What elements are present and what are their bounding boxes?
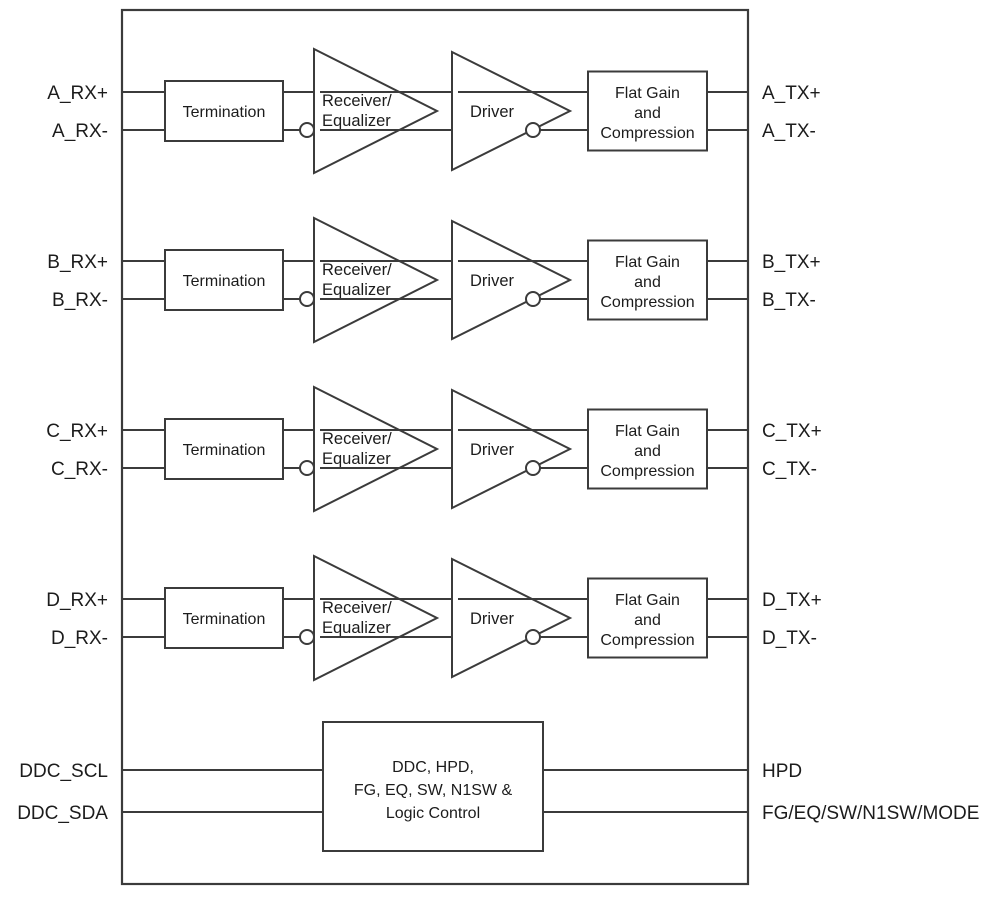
termination-block-c: [164, 418, 284, 480]
driver-label: Driver: [470, 441, 515, 459]
port-label-b-rx-minus: B_RX-: [52, 290, 108, 311]
port-label-a-tx-plus: A_TX+: [762, 83, 821, 104]
driver-label: Driver: [470, 103, 515, 121]
termination-label: Termination: [183, 104, 266, 121]
driver-amp-b: [451, 219, 573, 341]
flat-gain-label-line1: Flat Gain: [615, 423, 680, 440]
flat-gain-label-line3: Compression: [600, 125, 694, 142]
receiver-inversion-bubble: [299, 460, 315, 476]
port-label-d-rx-minus: D_RX-: [51, 628, 108, 649]
receiver-equalizer-label-line1: Receiver/: [322, 92, 392, 110]
logic-control-label-line3: Logic Control: [386, 805, 480, 822]
driver-inversion-bubble: [525, 291, 541, 307]
flat-gain-label-line1: Flat Gain: [615, 254, 680, 271]
port-label-d-tx-plus: D_TX+: [762, 590, 822, 611]
port-label-a-tx-minus: A_TX-: [762, 121, 816, 142]
channel-b: B_RX+ B_RX- Termination Receiver/Equalizer D…: [47, 216, 821, 344]
termination-block-d: [164, 587, 284, 649]
receiver-equalizer-label-line2: Equalizer: [322, 619, 391, 637]
receiver-equalizer-label-line2: Equalizer: [322, 450, 391, 468]
flat-gain-compression-block-c: [587, 408, 708, 490]
logic-control-label-line2: FG, EQ, SW, N1SW &: [354, 782, 513, 799]
termination-block-a: [164, 80, 284, 142]
port-label-c-rx-plus: C_RX+: [46, 421, 108, 442]
flat-gain-label-line3: Compression: [600, 463, 694, 480]
port-label-ddc-sda: DDC_SDA: [17, 803, 108, 824]
port-label-b-tx-minus: B_TX-: [762, 290, 816, 311]
port-label-hpd: HPD: [762, 761, 802, 782]
flat-gain-label-line2: and: [634, 274, 661, 291]
receiver-equalizer-amp-a: [313, 47, 440, 175]
receiver-equalizer-label-line2: Equalizer: [322, 112, 391, 130]
port-label-b-rx-plus: B_RX+: [47, 252, 108, 273]
receiver-equalizer-label-line2: Equalizer: [322, 281, 391, 299]
driver-label: Driver: [470, 272, 515, 290]
flat-gain-label-line3: Compression: [600, 632, 694, 649]
port-label-c-rx-minus: C_RX-: [51, 459, 108, 480]
channel-c: C_RX+ C_RX- Termination Receiver/Equalizer D…: [46, 385, 822, 513]
flat-gain-label-line2: and: [634, 612, 661, 629]
port-label-ddc-scl: DDC_SCL: [19, 761, 108, 782]
receiver-equalizer-amp-d: [313, 554, 440, 682]
receiver-equalizer-label-line1: Receiver/: [322, 599, 392, 617]
flat-gain-label-line3: Compression: [600, 294, 694, 311]
driver-inversion-bubble: [525, 629, 541, 645]
receiver-inversion-bubble: [299, 291, 315, 307]
termination-block-b: [164, 249, 284, 311]
flat-gain-label-line1: Flat Gain: [615, 592, 680, 609]
flat-gain-compression-block-a: [587, 70, 708, 152]
receiver-inversion-bubble: [299, 629, 315, 645]
driver-amp-a: [451, 50, 573, 172]
driver-amp-d: [451, 557, 573, 679]
flat-gain-compression-block-b: [587, 239, 708, 321]
channel-a: A_RX+ A_RX- Termination Receiver/Equalizer D…: [47, 47, 821, 175]
port-label-fg-eq-sw-n1sw-mode: FG/EQ/SW/N1SW/MODE: [762, 803, 979, 824]
port-label-b-tx-plus: B_TX+: [762, 252, 821, 273]
flat-gain-label-line2: and: [634, 105, 661, 122]
logic-control-block: [322, 721, 544, 852]
termination-label: Termination: [183, 442, 266, 459]
receiver-equalizer-label-line1: Receiver/: [322, 430, 392, 448]
termination-label: Termination: [183, 611, 266, 628]
driver-label: Driver: [470, 610, 515, 628]
flat-gain-compression-block-d: [587, 577, 708, 659]
flat-gain-label-line1: Flat Gain: [615, 85, 680, 102]
port-label-a-rx-plus: A_RX+: [47, 83, 108, 104]
receiver-equalizer-amp-c: [313, 385, 440, 513]
port-label-c-tx-plus: C_TX+: [762, 421, 822, 442]
driver-inversion-bubble: [525, 460, 541, 476]
port-label-c-tx-minus: C_TX-: [762, 459, 817, 480]
port-label-a-rx-minus: A_RX-: [52, 121, 108, 142]
control-section: DDC, HPD, FG, EQ, SW, N1SW & Logic Control…: [17, 721, 979, 852]
driver-inversion-bubble: [525, 122, 541, 138]
termination-label: Termination: [183, 273, 266, 290]
port-label-d-tx-minus: D_TX-: [762, 628, 817, 649]
receiver-equalizer-label-line1: Receiver/: [322, 261, 392, 279]
receiver-inversion-bubble: [299, 122, 315, 138]
device-outline: [120, 8, 750, 886]
receiver-equalizer-amp-b: [313, 216, 440, 344]
driver-amp-c: [451, 388, 573, 510]
logic-control-label-line1: DDC, HPD,: [392, 759, 474, 776]
flat-gain-label-line2: and: [634, 443, 661, 460]
port-label-d-rx-plus: D_RX+: [46, 590, 108, 611]
